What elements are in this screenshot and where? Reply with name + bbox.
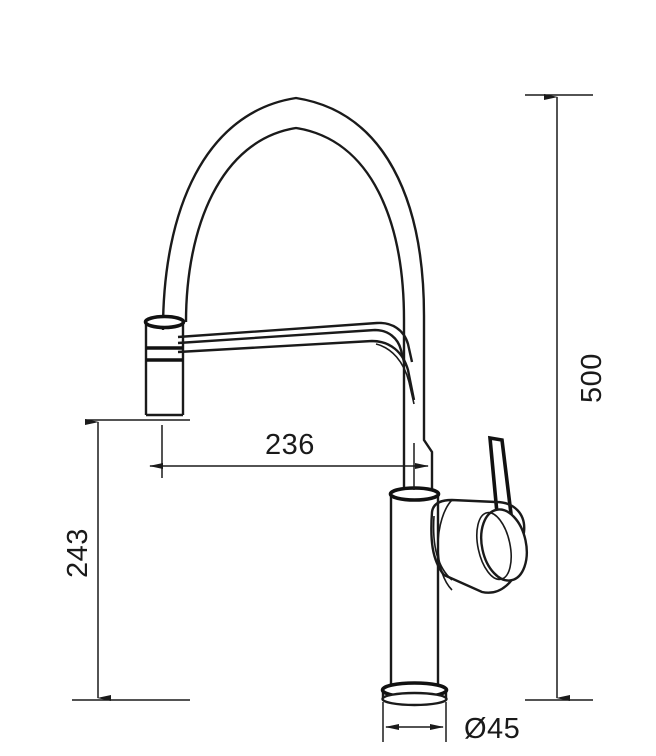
spout-height-dimension: 243 <box>62 419 190 701</box>
body-column <box>388 398 441 690</box>
gooseneck-outer-edge <box>161 96 426 400</box>
spout-height-label: 243 <box>62 528 94 578</box>
faucet-assembly <box>143 96 528 707</box>
spout-arm-top-edge <box>177 321 414 363</box>
base-diameter-dimension: Ø45 <box>382 702 520 745</box>
gooseneck-arch <box>161 96 426 400</box>
spout-arm-bend-inner <box>375 343 415 405</box>
spout-reach-dimension: 236 <box>149 425 429 490</box>
spout-arm <box>177 321 416 405</box>
lever-barrel-shade <box>432 515 453 581</box>
base-diameter-label: Ø45 <box>464 713 520 745</box>
lever-barrel-joint <box>437 499 453 591</box>
column-right-edge <box>422 400 434 492</box>
base-flange-bottom-ring <box>381 691 448 707</box>
gooseneck-inner-edge <box>184 126 406 398</box>
spray-head <box>143 314 186 417</box>
spout-arm-top-edge-2 <box>177 328 407 367</box>
spray-head-top-ring <box>143 314 186 330</box>
base-flange <box>380 681 449 707</box>
spout-reach-label: 236 <box>265 429 315 461</box>
lever-end-cap-inner <box>476 511 512 581</box>
overall-height-label: 500 <box>576 353 608 403</box>
overall-height-dimension: 500 <box>525 94 608 701</box>
lever-handle <box>430 435 528 594</box>
spout-arm-bottom-edge <box>177 339 416 401</box>
lever-end-cap-outer <box>480 508 528 582</box>
